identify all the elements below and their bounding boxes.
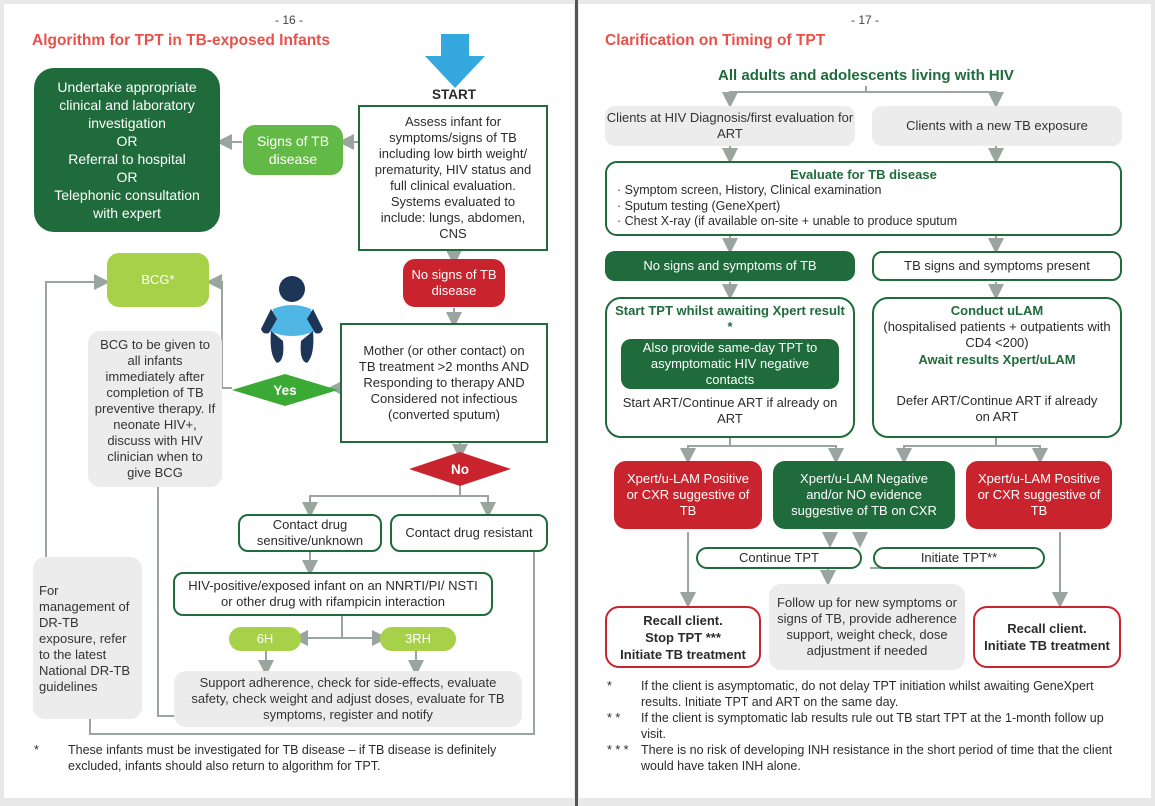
drtb-note: For management of DR-TB exposure, refer …: [33, 557, 142, 719]
regimen-3rh: 3RH: [380, 627, 456, 651]
conduct-ulam-box: Conduct uLAM (hospitalised patients + ou…: [872, 297, 1122, 438]
no-diamond: [409, 452, 511, 486]
signs-present: TB signs and symptoms present: [872, 251, 1122, 281]
footnote-marker-right-3: * * *: [607, 743, 629, 757]
support-adherence-box: Support adherence, check for side-effect…: [174, 671, 522, 727]
hiv-header: All adults and adolescents living with H…: [718, 66, 1014, 84]
page-title-right: Clarification on Timing of TPT: [605, 32, 826, 49]
no-label: No: [451, 461, 469, 477]
footnote-text-left: These infants must be investigated for T…: [68, 743, 497, 773]
bcg-note: BCG to be given to all infants immediate…: [88, 331, 222, 487]
initiate-tpt: Initiate TPT**: [873, 547, 1045, 569]
yes-diamond: [232, 374, 338, 406]
no-signs-symptoms: No signs and symptoms of TB: [605, 251, 855, 281]
footnote-text-right-2: If the client is symptomatic lab results…: [641, 711, 1104, 741]
page-divider: [575, 0, 578, 806]
continue-tpt: Continue TPT: [696, 547, 862, 569]
footnote-text-right-1: If the client is asymptomatic, do not de…: [641, 679, 1094, 709]
new-exposure-box: Clients with a new TB exposure: [872, 106, 1122, 146]
yes-label: Yes: [273, 382, 297, 398]
recall-initiate-box: Recall client. Initiate TB treatment: [973, 606, 1121, 668]
start-art: Start ART/Continue ART if already on ART: [622, 395, 838, 426]
contact-drug-resistant: Contact drug resistant: [390, 514, 548, 552]
evaluate-item: · Symptom screen, History, Clinical exam…: [617, 183, 882, 197]
no-signs-tb-disease: No signs of TB disease: [403, 259, 505, 307]
hiv-diagnosis-box: Clients at HIV Diagnosis/first evaluatio…: [605, 106, 855, 146]
page-number-right: - 17 -: [850, 13, 879, 27]
recall-stop-box: Recall client. Stop TPT *** Initiate TB …: [605, 606, 761, 668]
start-label: START: [432, 87, 476, 102]
xpert-negative: Xpert/u-LAM Negative and/or NO evidence …: [773, 461, 955, 529]
contact-drug-sensitive: Contact drug sensitive/unknown: [238, 514, 382, 552]
evaluate-item: · Sputum testing (GeneXpert): [617, 198, 781, 213]
same-day-tpt: Also provide same-day TPT to asymptomati…: [621, 339, 839, 389]
regimen-6h: 6H: [229, 627, 301, 651]
xpert-positive-left: Xpert/u-LAM Positive or CXR suggestive o…: [614, 461, 762, 529]
hiv-infant-box: HIV-positive/exposed infant on an NNRTI/…: [173, 572, 493, 616]
footnote-text-right-3: There is no risk of developing INH resis…: [641, 743, 1113, 773]
page-number-left: - 16 -: [274, 13, 303, 27]
infant-icon: [261, 276, 323, 363]
mother-contact-box: Mother (or other contact) on TB treatmen…: [340, 323, 548, 443]
start-tpt-box: Start TPT whilst awaiting Xpert result *…: [605, 297, 855, 438]
signs-tb-disease: Signs of TB disease: [243, 125, 343, 175]
footnote-marker-right-1: *: [607, 679, 612, 693]
page-title-left: Algorithm for TPT in TB-exposed Infants: [32, 32, 330, 49]
evaluate-item: · Chest X-ray (if available on-site + un…: [617, 214, 958, 228]
bcg-box: BCG*: [107, 253, 209, 307]
follow-up-box: Follow up for new symptoms or signs of T…: [769, 584, 965, 670]
evaluate-box: Evaluate for TB disease · Symptom screen…: [605, 161, 1122, 236]
footnote-marker-right-2: * *: [607, 711, 621, 725]
assess-infant-box: Assess infant for symptoms/signs of TB i…: [358, 105, 548, 251]
investigate-box: Undertake appropriate clinical and labor…: [34, 68, 220, 232]
footnote-marker-left: *: [34, 743, 39, 757]
xpert-positive-right: Xpert/u-LAM Positive or CXR suggestive o…: [966, 461, 1112, 529]
start-arrow-icon: [425, 34, 485, 88]
